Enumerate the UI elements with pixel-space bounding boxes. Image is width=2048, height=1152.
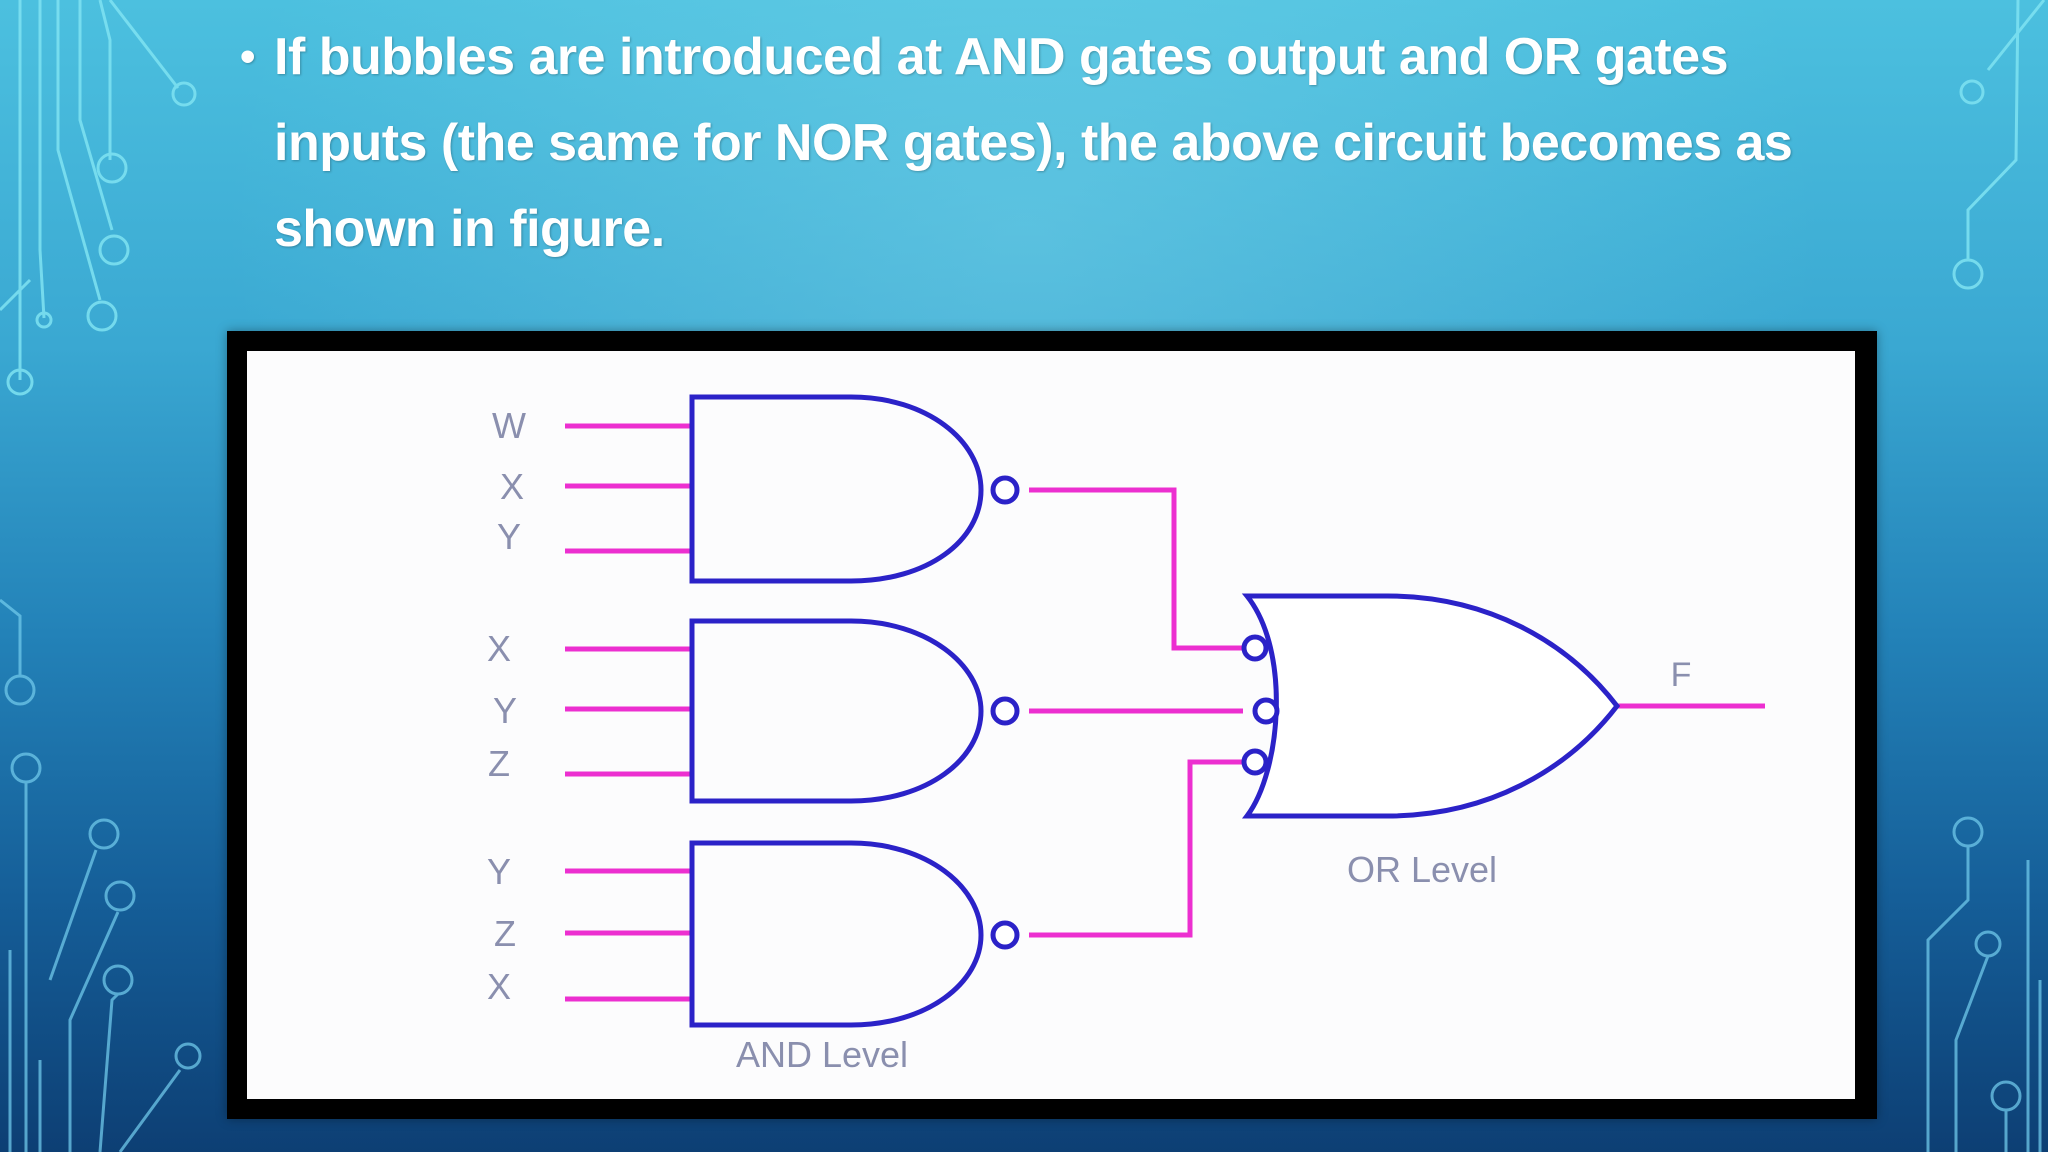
label-g3-in3: X	[487, 966, 511, 1007]
or-gate	[1241, 593, 1621, 819]
interconnect-wires	[1029, 487, 1765, 938]
label-g1-in1: W	[492, 405, 526, 446]
label-g1-in3: Y	[497, 516, 521, 557]
right-circuit-decoration	[1926, 0, 2046, 1152]
input-wires	[565, 423, 692, 1002]
wire-g1-to-or	[1029, 487, 1243, 651]
label-g2-in1: X	[487, 628, 511, 669]
bubble-g2-out	[990, 696, 1020, 726]
nand-nand-circuit-diagram: W X Y X Y Z Y Z X F OR Level AND Level	[487, 394, 1765, 1075]
label-g3-in2: Z	[494, 913, 516, 954]
bubble-g1-out	[990, 475, 1020, 505]
and-gate-3	[689, 840, 984, 1028]
bubble-or-in1	[1241, 634, 1269, 662]
left-circuit-decoration	[0, 0, 202, 1152]
label-g2-in3: Z	[488, 743, 510, 784]
or-level-label: OR Level	[1347, 849, 1497, 890]
bullet-dot-icon: •	[240, 32, 255, 81]
or-input-bubbles	[1241, 634, 1280, 776]
label-g2-in2: Y	[493, 690, 517, 731]
output-label-f: F	[1671, 656, 1692, 694]
circuit-figure-frame: W X Y X Y Z Y Z X F OR Level AND Level	[227, 331, 1877, 1119]
and-gate-1	[689, 394, 984, 584]
bullet-text: If bubbles are introduced at AND gates o…	[274, 28, 1793, 258]
and-output-bubbles	[990, 475, 1020, 950]
bullet-point: • If bubbles are introduced at AND gates…	[240, 14, 1880, 272]
label-g1-in2: X	[500, 466, 524, 507]
bubble-g3-out	[990, 920, 1020, 950]
label-g3-in1: Y	[487, 851, 511, 892]
and-level-label: AND Level	[736, 1034, 908, 1075]
and-gate-2	[689, 618, 984, 804]
bubble-or-in3	[1241, 748, 1269, 776]
and-gates	[689, 394, 984, 1028]
circuit-figure: W X Y X Y Z Y Z X F OR Level AND Level	[247, 351, 1855, 1099]
wire-g3-to-or	[1029, 759, 1243, 938]
bubble-or-in2	[1252, 697, 1280, 725]
